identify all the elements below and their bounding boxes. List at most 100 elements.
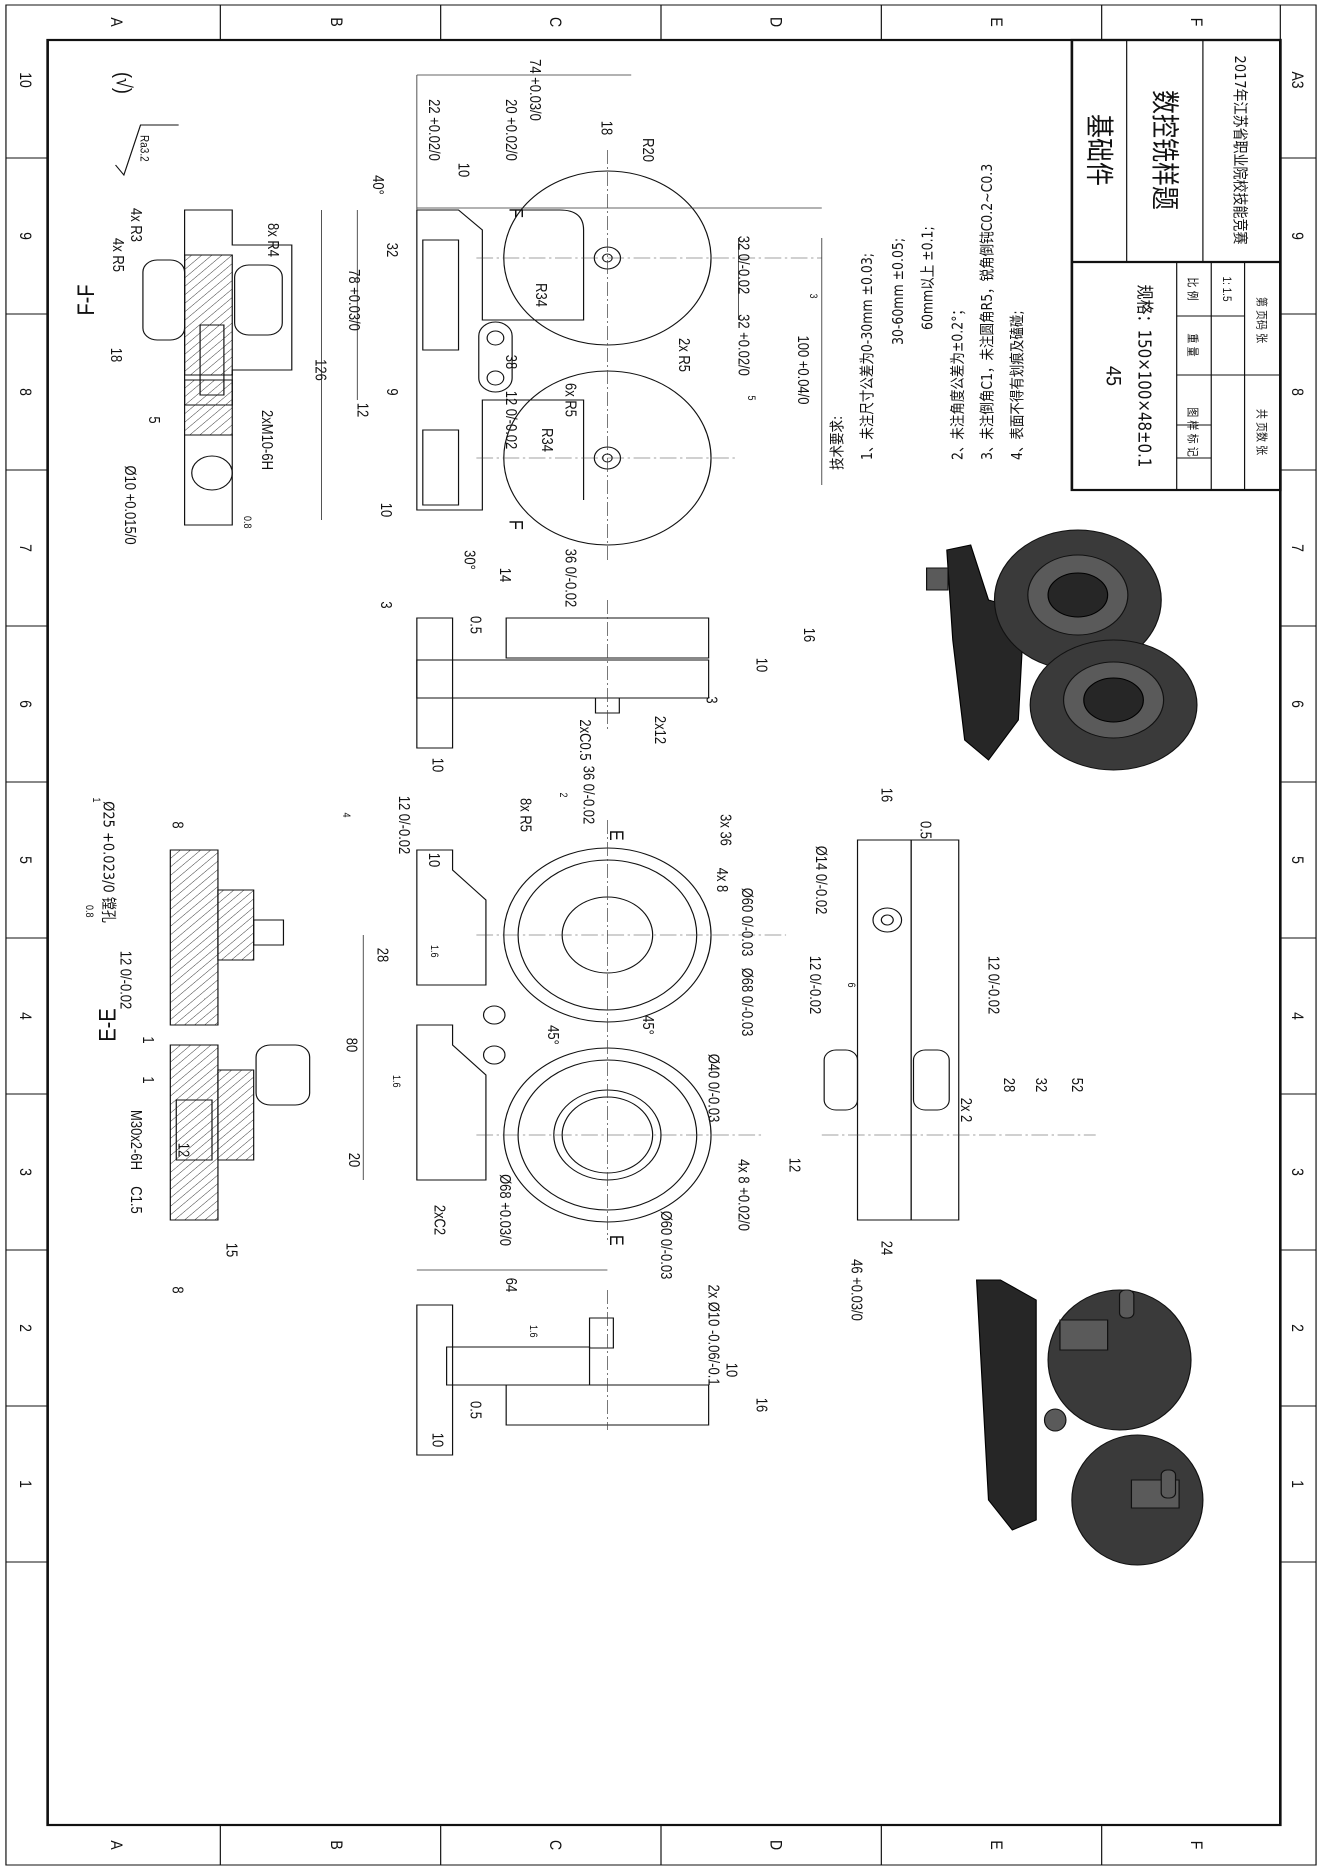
section-ff-view (142, 209, 293, 526)
dimension-label: 2xC0.5 (576, 719, 593, 760)
roughness-1.6-a: 1.6 (428, 945, 440, 958)
dimension-label: 10 (454, 163, 471, 177)
dimension-label: C1.5 (127, 1186, 144, 1213)
section-mark-f-top: F (505, 208, 527, 218)
dimension-label: 78 +0.03/0 (345, 269, 362, 331)
dimension-label: 0.5 (916, 821, 933, 839)
dimension-label: 12 0/-0.02 (502, 391, 519, 450)
dimension-label: 32 (383, 243, 400, 257)
part-name: 基础件 (1082, 114, 1114, 186)
dimension-label: R34 (532, 283, 549, 307)
dimension-label: 4x R3 (127, 208, 144, 242)
zone-row-label: 1 (16, 1480, 34, 1488)
dimension-label: 38 (502, 355, 519, 369)
dimension-label: R34 (538, 428, 555, 452)
roughness-general-bracket: (√) (111, 72, 135, 94)
datum-mark: 1 (90, 797, 102, 802)
dimension-label: 12 0/-0.02 (116, 951, 133, 1010)
dimension-label: Ø60 0/-0.03 (657, 1211, 674, 1280)
zone-col-b-bottom: B (327, 1840, 345, 1849)
dimension-label: 20 +0.02/0 (502, 99, 519, 161)
dimension-label: 8 (168, 1286, 185, 1293)
dimension-label: 12 0/-0.02 (395, 796, 412, 855)
dimension-label: 4x 8 +0.02/0 (734, 1159, 751, 1231)
label-drawing-mark: 图 样 标 记 (1185, 407, 1200, 456)
dimension-label: 64 (502, 1278, 519, 1292)
roughness-1.6-b: 1.6 (390, 1075, 402, 1088)
datum-mark: 2 (557, 792, 569, 797)
dimension-label: 6x R5 (561, 383, 578, 417)
dimension-label: 28 (1000, 1078, 1017, 1092)
roughness-1.6-c: 1.6 (527, 1325, 539, 1338)
dimension-label: 28 (373, 948, 390, 962)
dimension-label: 12 (353, 403, 370, 417)
dimension-label: 3 (702, 696, 719, 703)
dimension-label: 16 (877, 788, 894, 802)
dimension-label: 8x R5 (516, 798, 533, 832)
dimension-label: 52 (1068, 1078, 1085, 1092)
dimension-label: 8x R4 (264, 223, 281, 257)
dimension-label: 2x12 (651, 716, 668, 744)
zone-col-e-bottom: E (987, 1840, 1005, 1849)
zone-col-e-top: E (987, 17, 1005, 26)
dimension-label: 3 (377, 601, 394, 608)
dimension-label: 10 (428, 1433, 445, 1447)
dimension-label: 14 (496, 568, 513, 582)
zone-col-f-bottom: F (1187, 1841, 1205, 1850)
dimension-label: 4x 8 (713, 868, 730, 893)
stock-spec: 规格：150×100×48±0.1 (1134, 285, 1155, 468)
dimension-label: 3x 36 (716, 814, 733, 846)
dimension-label: 1 (139, 1076, 156, 1083)
dimension-label: Ø40 0/-0.03 (704, 1054, 721, 1123)
zone-row-label: 2 (1288, 1324, 1306, 1332)
section-mark-f-bottom: F (505, 520, 527, 530)
datum-mark: 3 (807, 293, 819, 298)
isometric-render-bottom (975, 1279, 1204, 1566)
zone-row-label: 2 (16, 1324, 34, 1332)
section-ee-label: E-E (94, 1008, 121, 1041)
dimension-label: 20 (345, 1153, 362, 1167)
dimension-label: 46 +0.03/0 (847, 1259, 864, 1321)
zone-row-label: 6 (1288, 700, 1306, 708)
dimension-label: 10 (722, 1363, 739, 1377)
dimension-label: 126 (311, 359, 328, 381)
roughness-general-value: Ra3.2 (137, 135, 150, 162)
dimension-label: 4x R5 (109, 238, 126, 272)
zone-col-c-top: C (546, 17, 564, 27)
zone-col-d-bottom: D (766, 1840, 784, 1850)
tech-req-item: 2、未注角度公差为±0.2°； (949, 303, 966, 460)
zone-dividers (5, 5, 1317, 1865)
dimension-label: 18 (597, 121, 614, 135)
datum-mark: 4 (340, 812, 352, 817)
datum-marks: 1 2 3 4 5 6 (90, 293, 857, 987)
roughness-symbol-general: Ra3.2 (√) (111, 72, 179, 177)
dimension-label: Ø68 0/-0.03 (738, 968, 755, 1037)
zone-row-label: 1 (1288, 1480, 1306, 1488)
dimension-label: 32 0/-0.02 (734, 236, 751, 295)
section-mark-e-bottom: E (605, 1235, 627, 1246)
bottom-view (362, 820, 787, 1271)
zone-row-label: 7 (1288, 544, 1306, 552)
dimension-label: 9 (383, 388, 400, 395)
dimension-label: Ø14 0/-0.02 (811, 846, 828, 915)
dimension-label: 5 (145, 416, 162, 423)
zone-labels: A B C D E F A B C D E F A3 (106, 17, 1306, 1850)
zone-col-a-top: A (106, 17, 124, 27)
dimension-label: 12 0/-0.02 (806, 956, 823, 1015)
tech-req-item: 60mm以上 ±0.1; (920, 226, 937, 330)
dimension-label: 12 (785, 1158, 802, 1172)
zone-row-label: 5 (16, 856, 34, 864)
dimension-label: 2xM10-6H (258, 410, 275, 470)
roughness-0.8-ee: 0.8 (83, 905, 95, 918)
dimension-label: 30° (460, 550, 477, 570)
dimension-label: 16 (800, 628, 817, 642)
drawing-title: 数控铣样题 (1148, 90, 1180, 210)
dimension-label: Ø68 +0.03/0 (496, 1174, 513, 1246)
dimension-label: 45° (544, 1025, 561, 1045)
dimension-label: 36 0/-0.02 (579, 766, 596, 825)
dimension-label: R20 (639, 138, 656, 162)
datum-mark: 6 (845, 982, 857, 987)
